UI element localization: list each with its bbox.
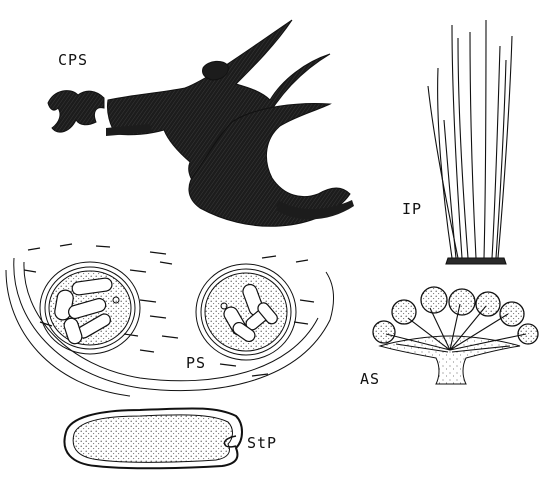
ip-filament <box>444 120 456 258</box>
label-ps: PS <box>186 354 206 372</box>
label-stp: StP <box>247 434 277 452</box>
label-cps: CPS <box>58 51 88 69</box>
ip-filament <box>470 32 476 258</box>
as-capsules <box>373 287 538 344</box>
as-capsule <box>392 300 416 324</box>
as-structure <box>373 287 538 384</box>
cps-structure <box>48 20 354 226</box>
cps-left-hook <box>48 91 104 133</box>
ps-cyst-right <box>196 264 296 360</box>
stp-structure <box>64 408 242 468</box>
as-capsule <box>518 324 538 344</box>
ip-filament-bundle <box>428 20 512 264</box>
as-capsule <box>449 289 475 315</box>
label-ip: IP <box>402 200 422 218</box>
as-capsule <box>373 321 395 343</box>
label-as: AS <box>360 370 380 388</box>
ip-base <box>446 258 506 264</box>
ip-filament <box>498 36 512 258</box>
stp-inner-outline <box>73 415 232 462</box>
as-capsule <box>500 302 524 326</box>
ip-filament <box>492 46 500 258</box>
ip-filament <box>484 20 486 258</box>
as-stalk <box>380 336 520 384</box>
ps-cyst-left <box>40 262 140 354</box>
ps-section <box>6 244 333 396</box>
as-capsule <box>476 292 500 316</box>
as-capsule <box>421 287 447 313</box>
